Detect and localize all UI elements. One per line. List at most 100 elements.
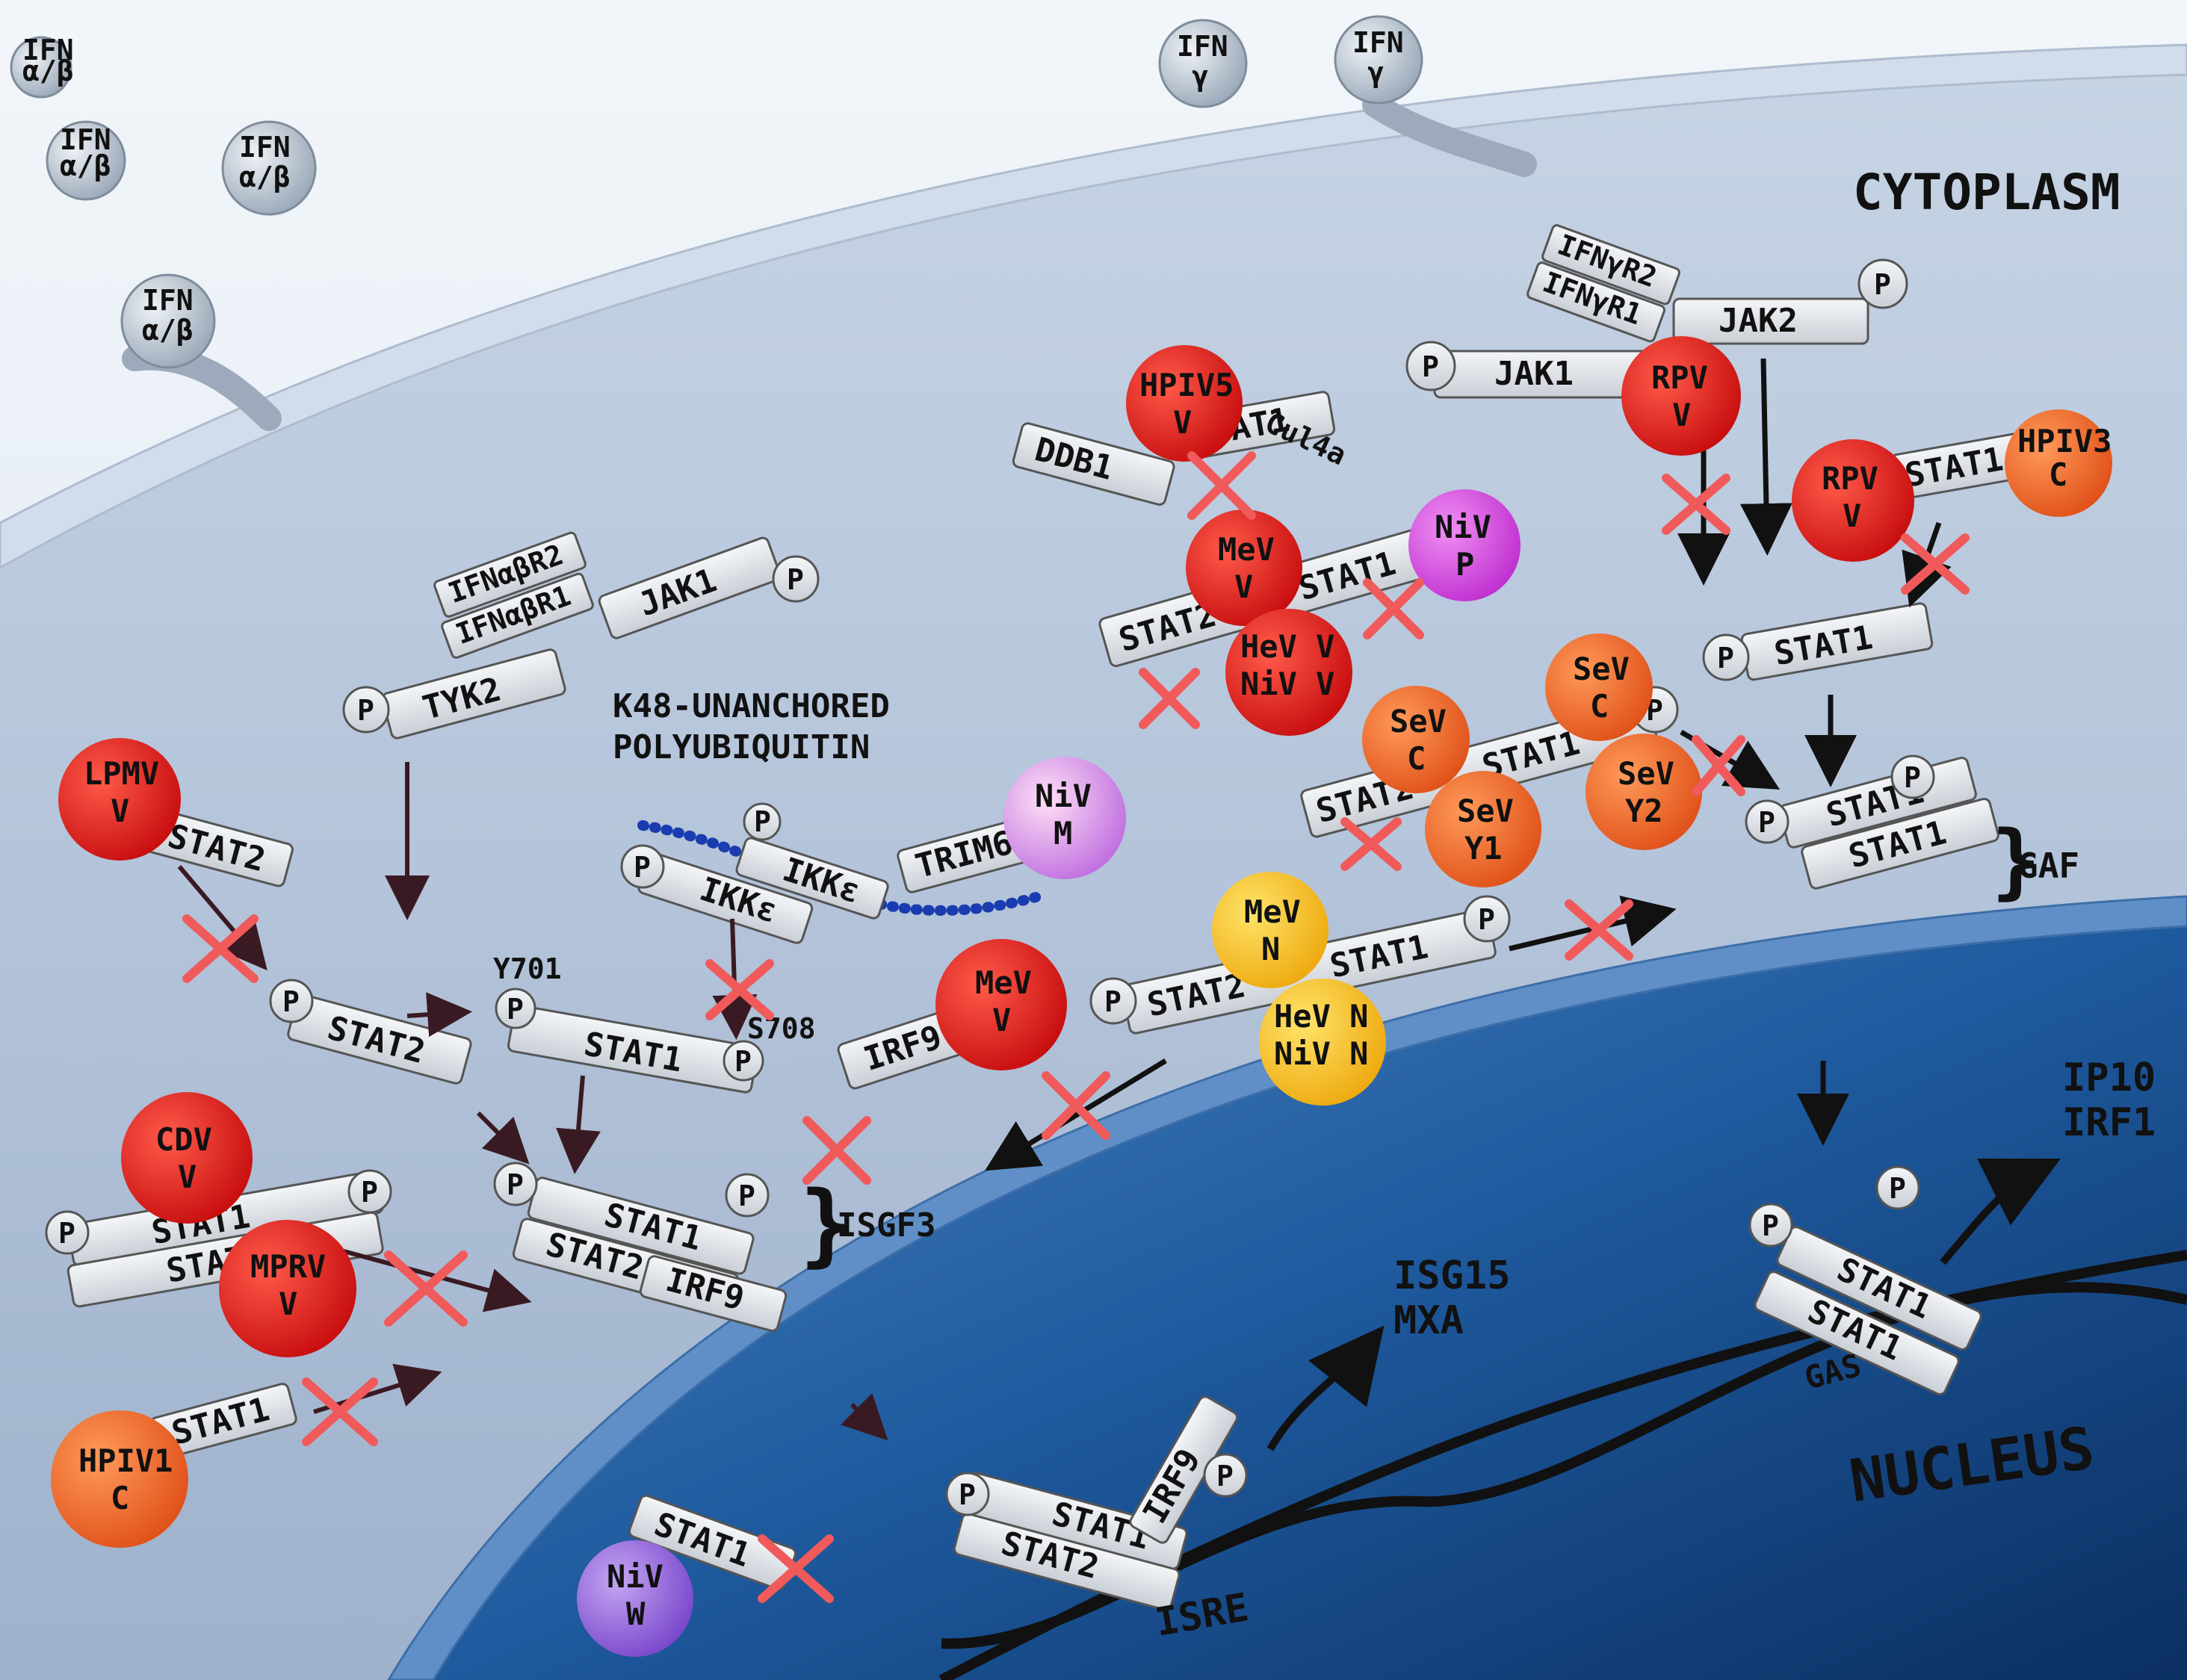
svg-text:P: P bbox=[357, 694, 374, 727]
svg-text:NiV N: NiV N bbox=[1274, 1035, 1368, 1072]
gaf-complex: STAT1 STAT1 P P bbox=[1745, 754, 1999, 890]
virus-rpv-v-stat1: RPV V bbox=[1792, 439, 1914, 562]
polyubiquitin-label-1: K48-UNANCHORED bbox=[613, 687, 890, 725]
stat2-phospho-left: STAT2 P bbox=[269, 979, 472, 1085]
svg-text:P: P bbox=[507, 1168, 524, 1201]
y701-site-label: Y701 bbox=[493, 952, 562, 985]
svg-text:MeV: MeV bbox=[1218, 531, 1275, 568]
virus-niv-m: NiV M bbox=[1003, 757, 1126, 879]
ifn-gamma-ligand: IFN γ bbox=[1158, 19, 1248, 108]
svg-text:NiV: NiV bbox=[1035, 778, 1092, 814]
svg-text:P: P bbox=[1762, 1209, 1779, 1242]
isre-transcription-arrow bbox=[1266, 1325, 1385, 1451]
svg-text:P: P bbox=[1216, 1460, 1234, 1493]
virus-niv-p: NiV P bbox=[1408, 489, 1521, 601]
svg-text:P: P bbox=[959, 1478, 976, 1511]
virus-lpmv-v: LPMV V bbox=[58, 738, 181, 861]
svg-text:SeV: SeV bbox=[1573, 651, 1630, 687]
block-x-icon bbox=[1340, 817, 1402, 871]
svg-text:RPV: RPV bbox=[1651, 359, 1708, 396]
virus-sev-y1: SeV Y1 bbox=[1425, 771, 1541, 887]
ifn-alpha-beta-ligand: IFN α/β bbox=[221, 120, 317, 216]
block-x-icon bbox=[182, 914, 259, 983]
svg-text:P: P bbox=[58, 1217, 75, 1250]
svg-text:α/β: α/β bbox=[239, 161, 291, 193]
svg-text:V: V bbox=[178, 1159, 197, 1195]
block-x-icon bbox=[302, 1377, 378, 1446]
svg-text:Y1: Y1 bbox=[1464, 830, 1503, 867]
svg-text:P: P bbox=[1717, 642, 1734, 675]
block-x-icon bbox=[1662, 474, 1730, 535]
svg-text:HeV N: HeV N bbox=[1274, 998, 1368, 1035]
block-x-icon bbox=[705, 959, 774, 1020]
ifngr-complex: IFNγR2 IFNγR1 bbox=[1526, 224, 1680, 343]
svg-text:C: C bbox=[1407, 740, 1426, 777]
ikke-dimer: IKKε IKKε P P bbox=[620, 802, 889, 944]
virus-hev-niv-n: HeV N NiV N bbox=[1259, 979, 1386, 1106]
ifn-alpha-beta-receptor-bound: IFN α/β bbox=[120, 273, 282, 431]
svg-text:V: V bbox=[1234, 568, 1253, 605]
gaf-label: GAF bbox=[2017, 846, 2079, 886]
svg-text:SeV: SeV bbox=[1618, 755, 1674, 792]
virus-hpiv3-c: HPIV3 C bbox=[2005, 409, 2112, 517]
virus-mev-n: MeV N bbox=[1212, 872, 1328, 988]
virus-hpiv5-v: HPIV5 V bbox=[1126, 345, 1243, 462]
virus-rpv-v-jak: RPV V bbox=[1621, 336, 1741, 456]
svg-text:P: P bbox=[1758, 806, 1775, 839]
svg-text:IFN: IFN bbox=[60, 123, 111, 156]
block-x-icon bbox=[802, 1116, 871, 1185]
svg-text:α/β: α/β bbox=[142, 314, 194, 347]
svg-text:MeV: MeV bbox=[975, 964, 1032, 1001]
svg-text:P: P bbox=[787, 563, 804, 596]
svg-text:α/β: α/β bbox=[22, 55, 74, 87]
isgf3-label: ISGF3 bbox=[837, 1206, 935, 1244]
block-x-icon bbox=[1565, 899, 1633, 961]
gas-transcription-arrow bbox=[1940, 1159, 2061, 1265]
virus-sev-y2: SeV Y2 bbox=[1586, 734, 1702, 850]
svg-text:IFN: IFN bbox=[142, 284, 194, 317]
svg-text:V: V bbox=[1843, 498, 1861, 534]
svg-text:SeV: SeV bbox=[1390, 703, 1447, 740]
svg-text:SeV: SeV bbox=[1457, 793, 1514, 829]
ifn-gamma-receptor-bound: IFN γ bbox=[1334, 15, 1537, 177]
svg-text:NiV: NiV bbox=[1435, 509, 1491, 545]
svg-text:P: P bbox=[361, 1176, 378, 1209]
block-x-icon bbox=[1901, 533, 1970, 595]
irf1-gene: IRF1 bbox=[2062, 1100, 2156, 1145]
mxa-gene: MXA bbox=[1393, 1298, 1464, 1343]
svg-text:γ: γ bbox=[1192, 60, 1209, 93]
virus-sev-c-2: SeV C bbox=[1545, 633, 1653, 741]
svg-text:IFN: IFN bbox=[239, 131, 291, 164]
stat1-phospho-gamma: STAT1 P bbox=[1702, 602, 1934, 681]
svg-text:P: P bbox=[1889, 1172, 1906, 1205]
svg-text:HPIV5: HPIV5 bbox=[1139, 367, 1234, 403]
svg-text:P: P bbox=[738, 1180, 755, 1212]
svg-text:P: P bbox=[1104, 985, 1122, 1018]
isgf3-complex: STAT1 STAT2 IRF9 P P bbox=[493, 1162, 788, 1332]
svg-text:V: V bbox=[111, 793, 129, 829]
nucleus-area bbox=[418, 919, 2187, 1680]
gaf-brace: } bbox=[1991, 813, 2041, 908]
block-x-icon bbox=[1139, 668, 1200, 729]
svg-text:P: P bbox=[1478, 903, 1495, 936]
svg-text:P: P bbox=[634, 851, 651, 884]
block-x-icon bbox=[1363, 578, 1424, 639]
svg-text:C: C bbox=[111, 1480, 129, 1516]
svg-text:IFN: IFN bbox=[22, 34, 74, 66]
svg-text:W: W bbox=[626, 1596, 646, 1632]
polyubiquitin-label-2: POLYUBIQUITIN bbox=[613, 728, 870, 766]
svg-text:P: P bbox=[754, 805, 771, 838]
svg-text:MeV: MeV bbox=[1244, 893, 1301, 930]
svg-text:V: V bbox=[279, 1286, 297, 1322]
svg-text:JAK2: JAK2 bbox=[1719, 302, 1798, 340]
svg-text:HPIV3: HPIV3 bbox=[2017, 423, 2112, 459]
virus-hpiv1-c: HPIV1 C bbox=[51, 1410, 188, 1548]
svg-text:P: P bbox=[507, 993, 524, 1026]
cytoplasm-label: CYTOPLASM bbox=[1853, 164, 2121, 221]
svg-text:IFN: IFN bbox=[1352, 26, 1404, 59]
virus-hev-niv-v: HeV V NiV V bbox=[1225, 609, 1352, 736]
svg-text:V: V bbox=[1672, 397, 1691, 433]
svg-text:V: V bbox=[992, 1002, 1011, 1038]
svg-text:N: N bbox=[1261, 931, 1280, 967]
